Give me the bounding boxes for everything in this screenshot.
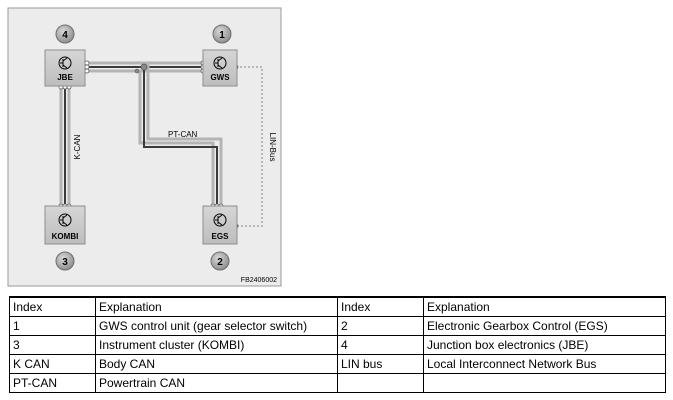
module-kombi-label: KOMBI — [52, 232, 79, 241]
module-jbe-label: JBE — [57, 73, 73, 82]
transistor-icon — [58, 56, 72, 70]
k-can-label: K-CAN — [73, 134, 82, 159]
module-gws: GWS — [202, 49, 238, 87]
table-row: 3 Instrument cluster (KOMBI) 4 Junction … — [9, 335, 666, 355]
legend-header-index: Index — [9, 296, 96, 317]
badge-gws-label: 1 — [219, 30, 225, 41]
legend-cell: Local Interconnect Network Bus — [423, 354, 666, 374]
table-row: K CAN Body CAN LIN bus Local Interconnec… — [9, 354, 666, 374]
legend-cell: LIN bus — [337, 354, 424, 374]
badge-egs: 2 — [210, 251, 230, 271]
figure-reference: FB2406002 — [241, 277, 277, 284]
badge-jbe: 4 — [55, 24, 75, 44]
transistor-icon — [213, 56, 227, 70]
bus-diagram: JBE GWS KOMBI — [7, 7, 282, 287]
module-kombi: KOMBI — [44, 205, 86, 245]
legend-cell: Powertrain CAN — [95, 373, 338, 393]
badge-gws: 1 — [212, 24, 232, 44]
transistor-icon — [58, 213, 72, 227]
pt-can-junction-2 — [134, 68, 140, 74]
lin-bus-line — [236, 66, 263, 227]
legend-header-row: Index Explanation Index Explanation — [9, 296, 666, 317]
badge-kombi: 3 — [55, 251, 75, 271]
legend-cell: Instrument cluster (KOMBI) — [95, 335, 338, 355]
legend-cell: Body CAN — [95, 354, 338, 374]
module-egs: EGS — [202, 205, 238, 245]
pt-can-wire-branch — [138, 63, 223, 207]
legend-cell: Junction box electronics (JBE) — [423, 335, 666, 355]
badge-kombi-label: 3 — [62, 257, 68, 268]
table-row: PT-CAN Powertrain CAN — [9, 373, 666, 393]
legend-cell — [337, 373, 424, 393]
legend-header-explanation: Explanation — [423, 296, 666, 317]
legend-cell: 2 — [337, 316, 424, 336]
module-egs-label: EGS — [212, 232, 230, 241]
legend-cell: K CAN — [9, 354, 96, 374]
legend-cell: Electronic Gearbox Control (EGS) — [423, 316, 666, 336]
legend-cell: 1 — [9, 316, 96, 336]
legend-table: Index Explanation Index Explanation 1 GW… — [9, 296, 666, 393]
badge-jbe-label: 4 — [62, 30, 68, 41]
module-gws-label: GWS — [210, 73, 230, 82]
pt-can-label: PT-CAN — [168, 130, 198, 139]
legend-cell — [423, 373, 666, 393]
legend-header-index: Index — [337, 296, 424, 317]
pt-can-junction — [140, 63, 148, 71]
lin-bus-label: LIN-Bus — [268, 133, 277, 162]
transistor-icon — [213, 213, 227, 227]
badge-egs-label: 2 — [217, 257, 223, 268]
k-can-wire — [59, 86, 71, 207]
legend-cell: 3 — [9, 335, 96, 355]
legend-header-explanation: Explanation — [95, 296, 338, 317]
legend-cell: GWS control unit (gear selector switch) — [95, 316, 338, 336]
legend-cell: PT-CAN — [9, 373, 96, 393]
table-row: 1 GWS control unit (gear selector switch… — [9, 316, 666, 336]
module-jbe: JBE — [44, 49, 86, 87]
legend-cell: 4 — [337, 335, 424, 355]
